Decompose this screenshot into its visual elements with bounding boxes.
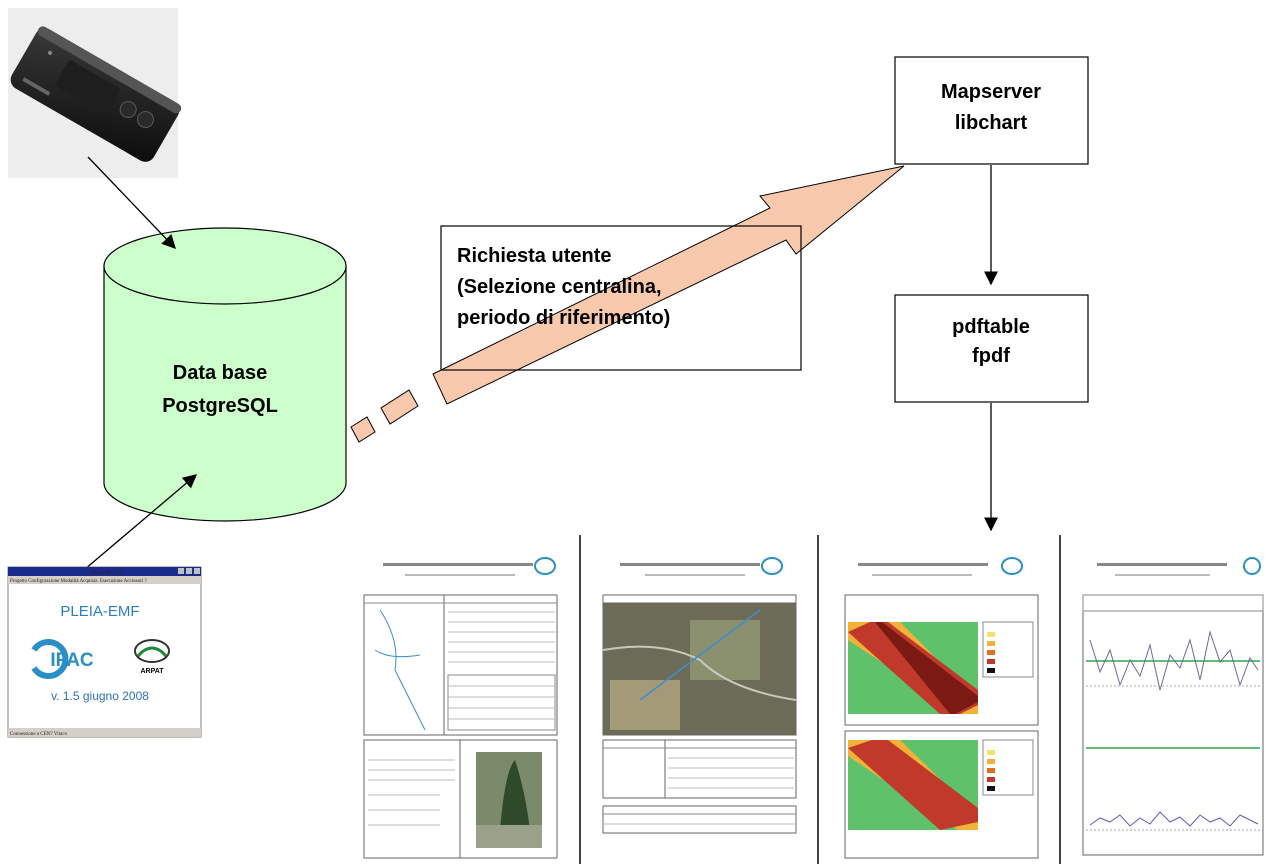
report-page-2 [602,557,797,834]
pdf-box: pdftable fpdf [894,294,1089,403]
ifac-logo: IFAC [31,639,94,679]
mapserver-line1: Mapserver [941,81,1041,103]
ifac-logo-text: IFAC [50,650,94,671]
request-line1: Richiesta utente [457,245,611,267]
request-flow-arrow [350,165,905,443]
software-window: Pleia-EMF v.1.5 Progetto Configurazione … [7,566,202,738]
software-to-db-arrow [77,474,198,576]
report-page-1 [363,557,558,859]
probe-device-photo [8,8,182,178]
database-cylinder: Data base PostgreSQL [103,227,347,522]
software-version: v. 1.5 giugno 2008 [51,689,149,703]
report-thumbnails [363,535,1264,864]
pdf-line2: fpdf [972,345,1010,367]
pdf-line1: pdftable [952,316,1030,338]
mapserver-box: Mapserver libchart [894,56,1089,165]
request-line3: periodo di riferimento) [457,307,670,329]
request-line2: (Selezione centralina, [457,276,662,298]
database-label-line1: Data base [173,362,268,384]
software-status: Connessione a CEN7 Vitaco [10,732,67,737]
software-menu: Progetto Configurazione Modalità Acquisi… [10,579,148,584]
arpat-logo: ARPAT [134,639,170,675]
device-to-db-arrow [87,156,176,250]
request-box: Richiesta utente (Selezione centralina, … [440,225,802,371]
report-page-4 [1082,557,1264,856]
database-label-line2: PostgreSQL [162,395,278,417]
mapserver-line2: libchart [955,112,1028,134]
arpat-logo-text: ARPAT [140,668,164,675]
report-page-3 [844,557,1039,859]
software-title: Pleia-EMF v.1.5 [90,571,123,576]
software-name: PLEIA-EMF [60,603,139,620]
